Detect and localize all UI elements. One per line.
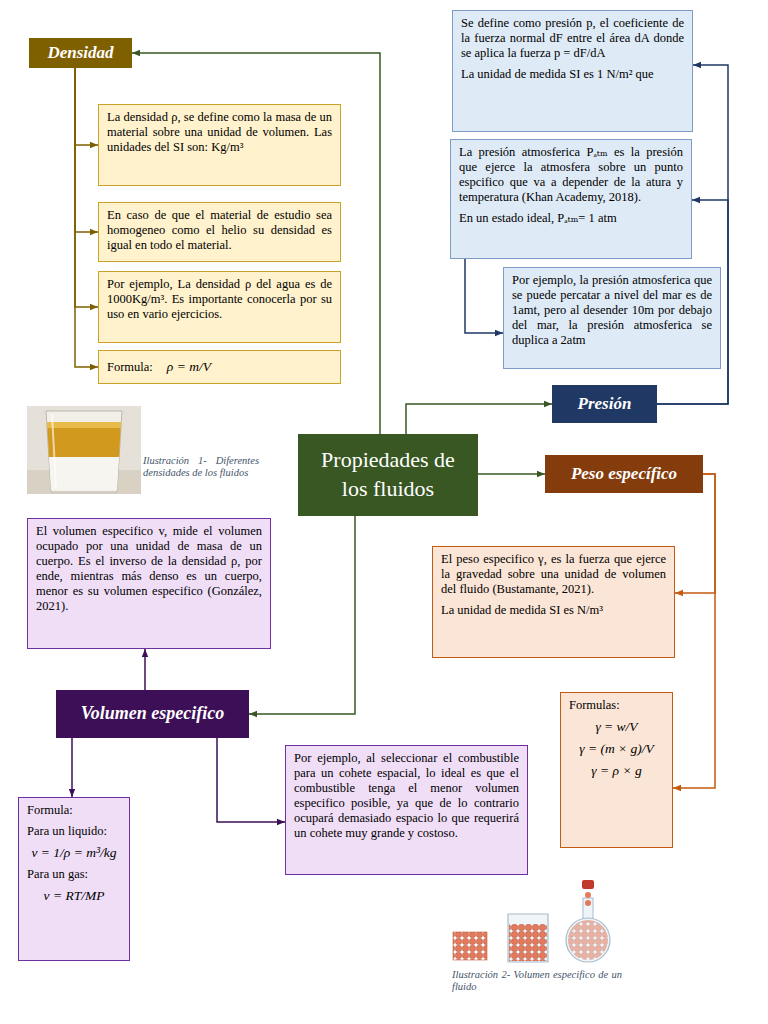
node-text: Propiedades de los fluidos <box>309 446 467 503</box>
connector-arrow <box>75 68 98 307</box>
connector-arrow <box>673 474 715 788</box>
node-text: El volumen especifico v, mide el volumen… <box>36 524 262 614</box>
node-text: Formula: <box>107 360 153 375</box>
falling-ball <box>585 892 591 898</box>
connector-arrow <box>478 473 545 475</box>
connector-arrow <box>406 404 552 434</box>
node-text: ρ = m/V <box>167 359 211 375</box>
flask-bulb <box>566 918 610 962</box>
node-text: Para un liquido: <box>27 824 121 839</box>
flask-neck <box>583 898 593 920</box>
info-box: El peso especifico γ, es la fuerza que e… <box>432 546 675 658</box>
node-text: Formula: <box>27 803 121 818</box>
connector-arrow <box>75 68 98 145</box>
figure-caption: Ilustración 1- Diferentes densidades de … <box>143 455 259 479</box>
branch-header: Volumen especifico <box>56 690 249 738</box>
connector-arrow <box>465 259 503 333</box>
flask-balls <box>568 920 608 960</box>
node-text: Por ejemplo, la presión atmosferica que … <box>512 273 712 348</box>
node-text: Presión <box>578 394 632 414</box>
info-box: Se define como presión p, el coeficiente… <box>452 10 693 132</box>
node-text: La presión atmosferica Pₐₜₘ es la presió… <box>459 145 683 205</box>
node-text: Peso específico <box>571 464 677 484</box>
water-layer <box>49 457 119 490</box>
glass-highlight <box>52 414 56 488</box>
node-text: γ = (m × g)/V <box>569 741 664 757</box>
node-text: Por ejemplo, al seleccionar el combustib… <box>294 751 519 841</box>
connector-arrow <box>75 68 98 367</box>
node-text: La densidad ρ, se define como la masa de… <box>107 110 332 155</box>
node-text: v = 1/ρ = m³/kg <box>27 845 121 861</box>
central-topic: Propiedades de los fluidos <box>298 434 478 516</box>
info-box: La presión atmosferica Pₐₜₘ es la presió… <box>450 139 692 259</box>
info-box: El volumen especifico v, mide el volumen… <box>27 518 271 649</box>
example-box: Por ejemplo, la presión atmosferica que … <box>503 267 721 369</box>
volume-illustration <box>453 880 610 962</box>
connector-arrow <box>144 649 146 690</box>
falling-ball <box>585 900 591 906</box>
branch-header: Densidad <box>29 38 132 68</box>
node-text: γ = w/V <box>569 719 664 735</box>
oil-layer <box>47 422 121 457</box>
node-text: Para un gas: <box>27 867 121 882</box>
formula-box: Formula: ρ = m/V <box>98 350 341 384</box>
branch-header: Presión <box>552 385 657 423</box>
dropper-cap <box>582 880 594 889</box>
photo-background <box>27 406 141 494</box>
node-text: Se define como presión p, el coeficiente… <box>461 16 684 61</box>
info-box: La densidad ρ, se define como la masa de… <box>98 104 341 186</box>
node-text: El peso especifico γ, es la fuerza que e… <box>441 552 666 597</box>
connector-arrow <box>75 68 98 232</box>
node-text: La unidad de medida SI es N/m³ <box>441 603 666 618</box>
glass-illustration <box>27 406 141 494</box>
ball-cube <box>453 932 487 960</box>
connector-arrow <box>217 738 285 822</box>
connector-arrow <box>71 738 73 797</box>
formula-box: Formulas: γ = w/V γ = (m × g)/V γ = ρ × g <box>560 692 673 848</box>
glass <box>46 411 122 492</box>
branch-header: Peso específico <box>545 455 703 493</box>
oil-surface <box>47 422 121 428</box>
node-text: En un estado ideal, Pₐₜₘ= 1 atm <box>459 211 683 226</box>
node-text: Densidad <box>47 43 113 63</box>
example-box: Por ejemplo, al seleccionar el combustib… <box>285 745 528 875</box>
formula-box: Formula: Para un liquido: v = 1/ρ = m³/kgP… <box>18 797 130 961</box>
node-text: γ = ρ × g <box>569 763 664 779</box>
figure-caption: Ilustración 2- Volumen especifico de un … <box>452 969 622 993</box>
node-text: La unidad de medida SI es 1 N/m² que <box>461 67 684 82</box>
beaker-balls <box>509 924 547 961</box>
info-box: En caso de que el material de estudio se… <box>98 202 341 262</box>
node-text: Formulas: <box>569 698 664 713</box>
example-box: Por ejemplo, La densidad ρ del agua es d… <box>98 271 341 343</box>
node-text: En caso de que el material de estudio se… <box>107 208 332 253</box>
node-text: v = RT/MP <box>27 888 121 904</box>
beaker <box>508 914 548 962</box>
node-text: Por ejemplo, La densidad ρ del agua es d… <box>107 277 332 322</box>
node-text: Volumen especifico <box>81 703 224 725</box>
